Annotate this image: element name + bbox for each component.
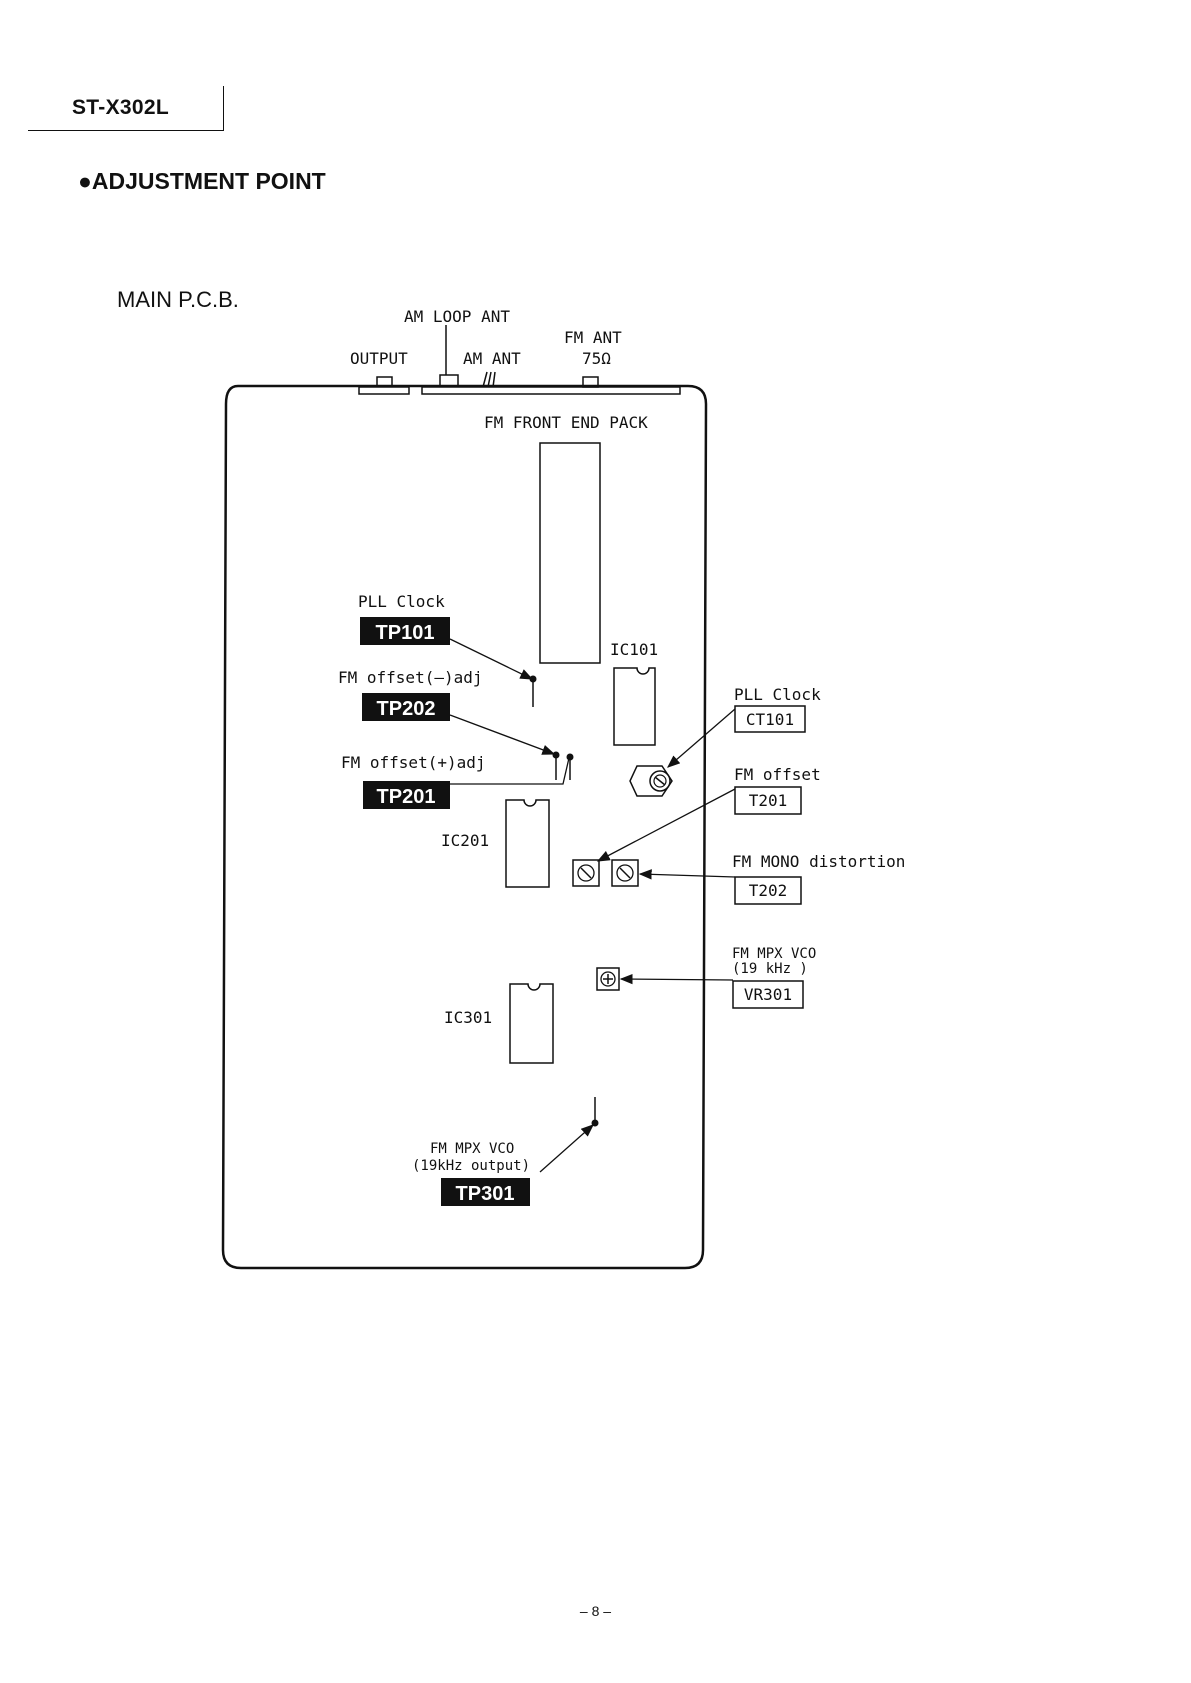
tp301-leader [540,1125,593,1172]
ct101-leader [668,709,735,767]
tp101-id: TP101 [376,622,435,644]
t202-id: T202 [749,881,788,900]
t201-caption: FM offset [734,765,821,784]
t201-leader [598,789,735,861]
tp202-leader [450,715,554,754]
page-number: – 8 – [0,1603,1191,1619]
vr301-caption-line2: (19 kHz ) [732,961,808,977]
tp101-caption: PLL Clock [358,592,445,611]
ct101-id: CT101 [746,710,794,729]
t202-coil-icon [612,860,638,886]
tp201-caption: FM offset(+)adj [341,753,486,772]
ic101-chip [614,668,655,745]
tp202-caption: FM offset(–)adj [338,668,483,687]
tp301-id: TP301 [456,1183,515,1205]
ic301-chip [510,984,553,1063]
ic301-label: IC301 [444,1008,492,1027]
pcb-outline [223,386,706,1268]
vr301-id: VR301 [744,985,792,1004]
ic201-label: IC201 [441,831,489,850]
tp202-id: TP202 [377,698,436,720]
tp101-badge: TP101 [360,617,450,645]
vr301-pot-icon [597,968,619,990]
t201-coil-icon [573,860,599,886]
vr301-leader [621,979,733,980]
t201-id: T201 [749,791,788,810]
fm-ant-impedance-label: 75Ω [582,349,611,368]
tp301-caption-line2: (19kHz output) [412,1158,530,1174]
front-end-pack [540,443,600,663]
output-label: OUTPUT [350,349,408,368]
ic101-label: IC101 [610,640,658,659]
fm-ant-label: FM ANT [564,328,622,347]
t202-leader [640,874,735,877]
front-end-label: FM FRONT END PACK [484,413,648,432]
tp202-badge: TP202 [362,693,450,721]
t202-caption: FM MONO distortion [732,852,905,871]
vr301-caption-line1: FM MPX VCO [732,946,816,962]
tp301-badge: TP301 [441,1178,530,1206]
tp201-badge: TP201 [363,781,450,809]
connector-strip [359,372,680,394]
tp301-caption-line1: FM MPX VCO [430,1141,514,1157]
ct101-caption: PLL Clock [734,685,821,704]
am-ant-label: AM ANT [463,349,521,368]
ct101-trimmer-icon [630,766,672,796]
am-loop-ant-label: AM LOOP ANT [404,307,510,326]
tp201-id: TP201 [377,786,436,808]
ic201-chip [506,800,549,887]
